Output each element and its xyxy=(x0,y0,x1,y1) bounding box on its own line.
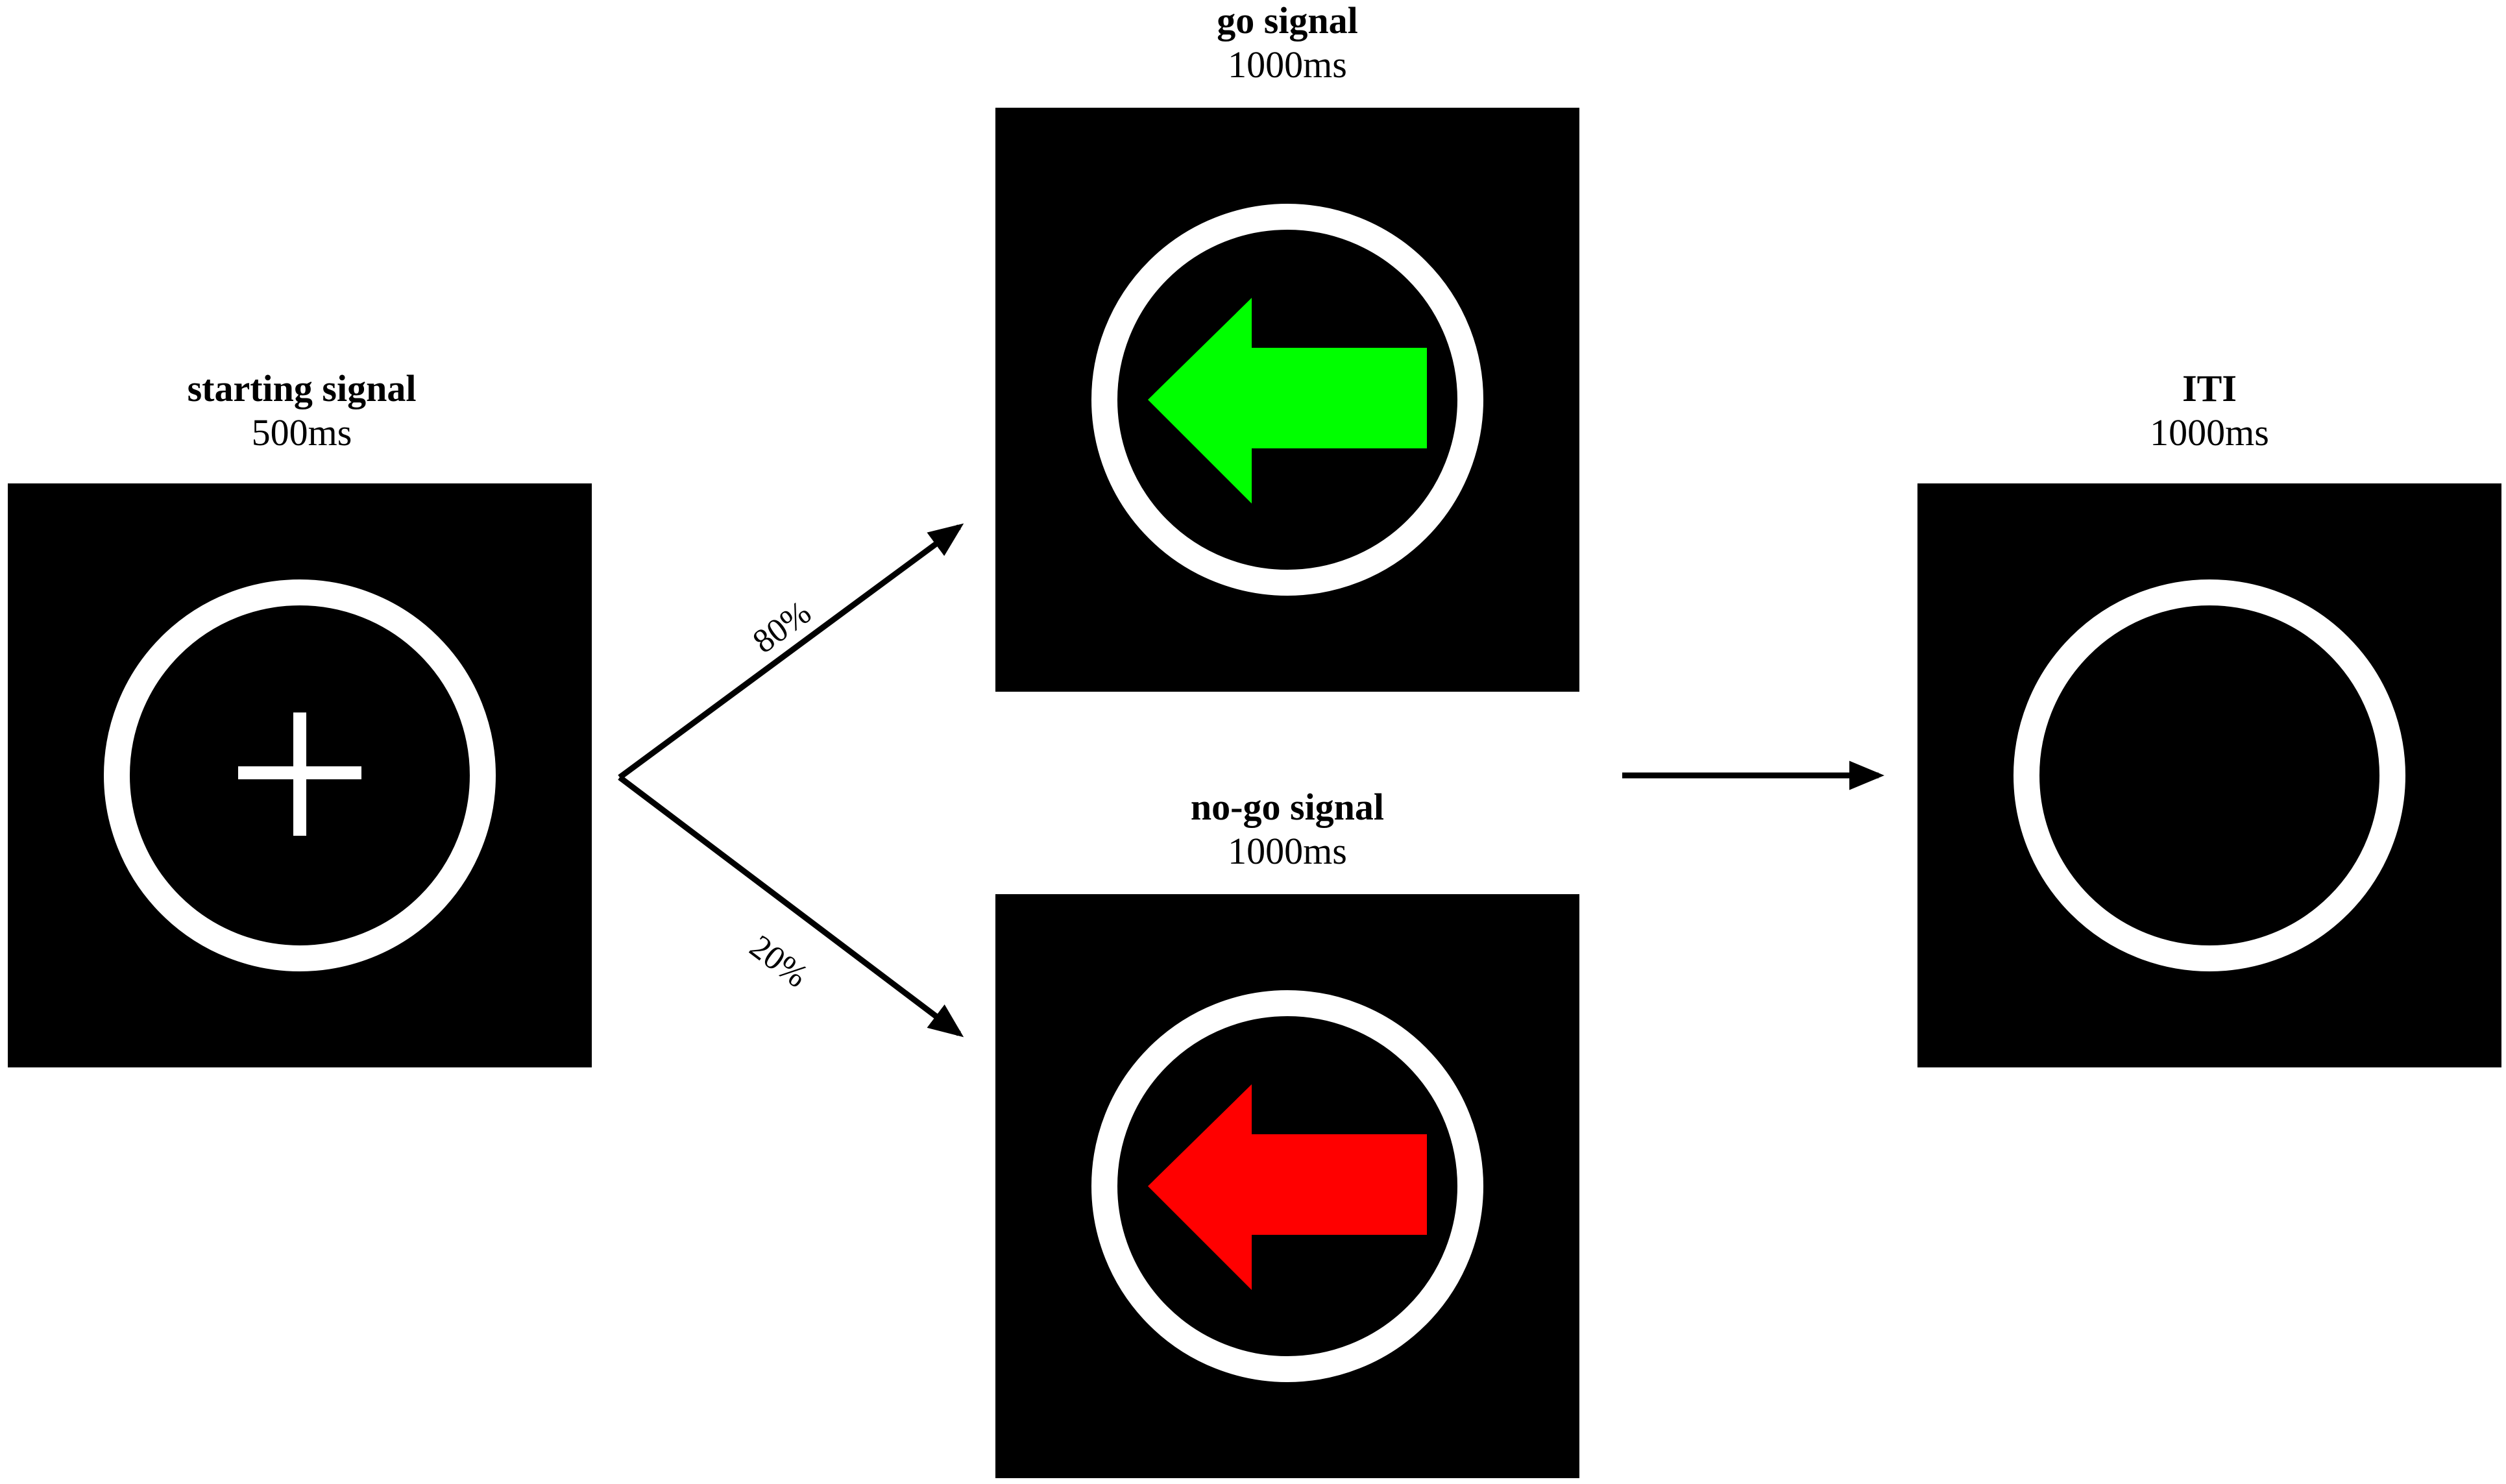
nogo-signal-graphic xyxy=(1091,990,1483,1382)
plus-cross-icon xyxy=(238,712,361,836)
iti-label: ITI 1000ms xyxy=(1917,367,2501,456)
go-signal-label: go signal 1000ms xyxy=(995,0,1579,88)
left-arrow-icon xyxy=(1148,1084,1427,1290)
starting-signal-duration: 500ms xyxy=(251,411,352,454)
circle-ring-icon xyxy=(1091,204,1483,596)
starting-signal-title: starting signal xyxy=(187,367,417,409)
starting-signal-screen xyxy=(8,483,592,1067)
circle-ring-icon xyxy=(104,579,496,971)
starting-signal-label: starting signal 500ms xyxy=(10,367,594,456)
nogo-signal-label: no-go signal 1000ms xyxy=(995,785,1579,874)
branch-arrow-nogo xyxy=(618,775,964,1038)
circle-ring-icon xyxy=(1091,990,1483,1382)
go-signal-graphic xyxy=(1091,204,1483,596)
starting-signal-graphic xyxy=(104,579,496,971)
go-signal-duration: 1000ms xyxy=(1228,43,1347,86)
go-signal-title: go signal xyxy=(1217,0,1358,42)
iti-duration: 1000ms xyxy=(2150,411,2269,454)
nogo-signal-duration: 1000ms xyxy=(1228,830,1347,873)
branch-arrow-go xyxy=(618,523,964,780)
iti-title: ITI xyxy=(2182,367,2237,409)
nogo-signal-screen xyxy=(995,894,1579,1478)
go-signal-screen xyxy=(995,108,1579,692)
iti-screen xyxy=(1917,483,2501,1067)
nogo-signal-title: no-go signal xyxy=(1190,786,1385,828)
circle-ring-icon xyxy=(2013,579,2405,971)
go-probability-label: 80% xyxy=(746,594,818,661)
nogo-probability-label: 20% xyxy=(743,928,814,995)
left-arrow-icon xyxy=(1148,298,1427,504)
iti-graphic xyxy=(2013,579,2405,971)
